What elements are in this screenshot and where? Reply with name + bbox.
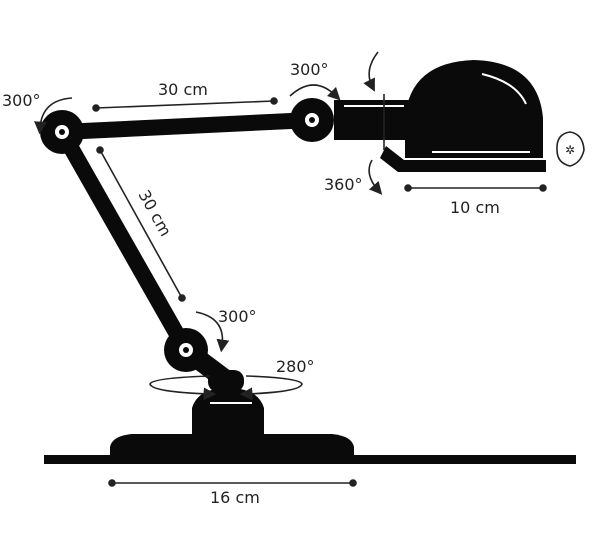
- base-rotation-label: 280°: [276, 357, 315, 376]
- elbow-rotation-label: 300°: [2, 91, 41, 110]
- shade-rim: [380, 146, 546, 172]
- shade-depth-label: 10 cm: [450, 198, 500, 217]
- leaf-star-icon: ✲: [556, 131, 585, 167]
- base-dimension: [108, 479, 357, 487]
- upper-arm-length-label: 30 cm: [158, 80, 208, 99]
- lower-arm: [54, 124, 194, 358]
- svg-text:✲: ✲: [565, 143, 575, 157]
- rotation-arrow-icon: [195, 311, 230, 353]
- ground-line: [44, 455, 576, 464]
- rotation-arrow-icon: [363, 51, 385, 195]
- lower-joint-rotation-label: 300°: [218, 307, 257, 326]
- hinge-icon: [40, 110, 84, 154]
- base-dome: [192, 388, 264, 436]
- hinge-icon: [164, 328, 208, 372]
- lamp-base: [110, 434, 354, 455]
- base-width-label: 16 cm: [210, 488, 260, 507]
- rotation-arrow-icon: [149, 375, 303, 401]
- rotation-arrow-icon: [289, 84, 341, 101]
- head-joint-rotation-label: 300°: [290, 60, 329, 79]
- shade-rotation-label: 360°: [324, 175, 363, 194]
- rotation-arrow-icon: [34, 97, 73, 135]
- hinge-icon: [290, 98, 334, 142]
- upper-arm: [54, 112, 320, 140]
- shade-dimension: [404, 184, 547, 192]
- lower-arm-length-label: 30 cm: [135, 187, 176, 240]
- shade-highlight: [481, 73, 527, 105]
- upper-arm-dimension: [92, 97, 278, 112]
- lamp-shade: [405, 60, 543, 158]
- lower-arm-dimension: [96, 146, 186, 302]
